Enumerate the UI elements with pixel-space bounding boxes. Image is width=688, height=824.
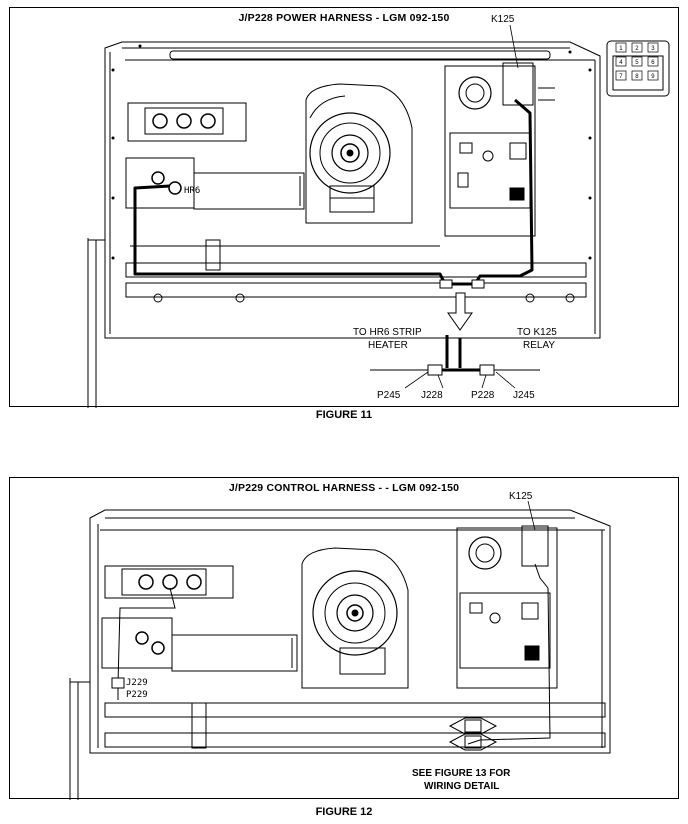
connector-pin-cell (647, 70, 659, 81)
label-see-fig13-2: WIRING DETAIL (424, 781, 499, 792)
connector-pin-label: 2 (635, 46, 639, 52)
connector-pin-cell (631, 42, 643, 53)
control-harness (117, 563, 551, 745)
rivets (111, 44, 592, 260)
detail-arrow (447, 292, 473, 331)
label-to-hr6-1: TO HR6 STRIP (353, 327, 422, 338)
heater-hr6 (125, 157, 305, 210)
figure-11-frame: J/P228 POWER HARNESS - LGM 092-150 (9, 7, 679, 408)
k125-pointer (527, 500, 536, 531)
label-p229: P229 (126, 690, 148, 700)
connector-pin-cell (615, 70, 627, 81)
base-rails (125, 239, 587, 303)
connector-pin-cell (631, 70, 643, 81)
connector-pin-label: 5 (635, 60, 639, 66)
power-harness (133, 98, 534, 285)
label-k125: K125 (491, 14, 515, 25)
connector-pin-label: 6 (651, 60, 655, 66)
blower-assembly (301, 547, 409, 689)
label-see-fig13-1: SEE FIGURE 13 FOR (412, 768, 511, 779)
label-j229: J229 (126, 678, 148, 688)
label-p228: P228 (471, 390, 495, 401)
harness-connectors (439, 279, 485, 289)
label-to-hr6-2: HEATER (368, 340, 408, 351)
unit-cabinet (69, 509, 611, 800)
label-to-k125-1: TO K125 (517, 327, 557, 338)
connector-pin-cell (615, 56, 627, 67)
control-box (456, 525, 558, 689)
label-to-k125-2: RELAY (523, 340, 555, 351)
connector-pin-cell (647, 56, 659, 67)
figure-12-frame: J/P229 CONTROL HARNESS - - LGM 092-150 (9, 477, 679, 800)
k125-pointer (509, 24, 519, 69)
heater-block (101, 617, 298, 672)
connector-pin-cell (631, 56, 643, 67)
fuse-block (127, 102, 247, 142)
unit-cabinet (87, 41, 601, 408)
figure-12-title: J/P229 CONTROL HARNESS - - LGM 092-150 (228, 482, 460, 494)
connector-pin-label: 7 (619, 74, 623, 80)
label-hr6: HR6 (184, 186, 200, 196)
label-j228: J228 (421, 390, 443, 401)
blower-assembly (305, 83, 413, 224)
connector-j229 (111, 677, 125, 689)
connector-pin-cell (647, 42, 659, 53)
connector-pin-label: 1 (619, 46, 623, 52)
connector-pinout (606, 40, 670, 97)
connector-pin-cell (615, 42, 627, 53)
label-p245: P245 (377, 390, 401, 401)
fuse-block (104, 565, 234, 599)
figure-12-caption: FIGURE 12 (315, 806, 373, 818)
connector-pin-label: 3 (651, 46, 655, 52)
connector-detail (370, 335, 540, 389)
label-j245: J245 (513, 390, 535, 401)
figure-11-caption: FIGURE 11 (315, 409, 373, 421)
label-k125: K125 (509, 491, 533, 502)
connector-pin-label: 8 (635, 74, 639, 80)
figure-11-diagram: HR6 K125 (87, 14, 670, 408)
base-rails (104, 702, 606, 751)
figure-12-diagram: K125 J229 P229 SEE FIGURE 13 FOR WIRING … (69, 491, 611, 800)
connector-pins: 1 2 3 4 5 6 7 8 9 (615, 42, 659, 81)
figure-11-title: J/P228 POWER HARNESS - LGM 092-150 (238, 12, 450, 24)
connector-pin-label: 9 (651, 74, 655, 80)
connector-pin-label: 4 (619, 60, 623, 66)
control-box (444, 62, 555, 237)
